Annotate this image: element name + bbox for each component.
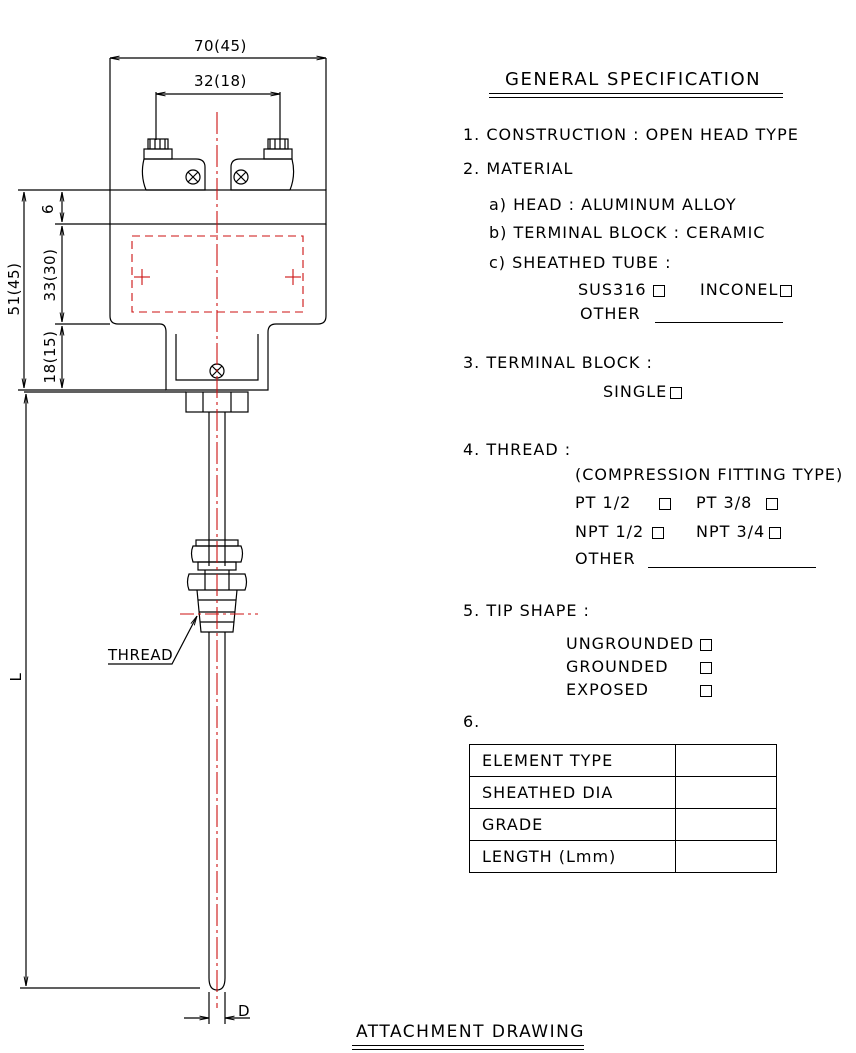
checkbox-sus316[interactable] xyxy=(652,284,665,297)
thread-other-field[interactable] xyxy=(647,553,816,568)
spec-thread-heading: 4. THREAD : xyxy=(463,440,572,459)
table-row: ELEMENT TYPE xyxy=(469,744,777,777)
option-ungrounded-label: UNGROUNDED xyxy=(566,634,695,653)
table-label: GRADE xyxy=(469,808,676,841)
spec-item6-heading: 6. xyxy=(463,712,481,731)
spec-material-terminal-block: b) TERMINAL BLOCK : CERAMIC xyxy=(489,223,766,242)
footer-title: ATTACHMENT DRAWING xyxy=(356,1022,585,1042)
checkbox-single[interactable] xyxy=(670,386,683,399)
spec-tip-shape-heading: 5. TIP SHAPE : xyxy=(463,601,590,620)
option-grounded-label: GROUNDED xyxy=(566,657,669,676)
checkbox-npt-half[interactable] xyxy=(652,526,665,539)
option-exposed-label: EXPOSED xyxy=(566,680,649,699)
option-npt-three-quarters: NPT 3/4 xyxy=(696,522,782,541)
option-material-other: OTHER xyxy=(580,305,783,323)
option-grounded: GROUNDED xyxy=(566,658,712,676)
option-single-label: SINGLE xyxy=(603,382,668,401)
checkbox-inconel[interactable] xyxy=(780,284,793,297)
option-npt-three-quarters-label: NPT 3/4 xyxy=(696,522,766,541)
option-ungrounded: UNGROUNDED xyxy=(566,635,712,653)
option-npt-half: NPT 1/2 xyxy=(575,522,665,541)
option-pt-three-eighths-label: PT 3/8 xyxy=(696,493,753,512)
dim-length: L xyxy=(7,672,25,682)
footer-underline-2 xyxy=(352,1049,584,1050)
table-row: LENGTH (Lmm) xyxy=(469,840,777,873)
footer-underline xyxy=(352,1045,584,1046)
title-underline-2 xyxy=(489,97,783,98)
checkbox-exposed[interactable] xyxy=(700,684,712,697)
option-pt-three-eighths: PT 3/8 xyxy=(696,493,779,512)
option-inconel: INCONEL xyxy=(700,280,793,299)
option-sus316: SUS316 xyxy=(578,281,665,299)
option-npt-half-label: NPT 1/2 xyxy=(575,522,645,541)
table-value-cell[interactable] xyxy=(675,744,777,777)
option-sus316-label: SUS316 xyxy=(578,280,647,299)
table-row: GRADE xyxy=(469,808,777,841)
dim-mid: 33(30) xyxy=(41,248,59,302)
terminal-screw-left xyxy=(143,138,173,160)
thread-label: THREAD xyxy=(108,646,174,664)
table-value-cell[interactable] xyxy=(675,808,777,841)
option-material-other-label: OTHER xyxy=(580,304,641,323)
dim-neck: 18(15) xyxy=(41,330,59,384)
option-inconel-label: INCONEL xyxy=(700,280,779,299)
table-value-cell[interactable] xyxy=(675,840,777,873)
option-thread-other: OTHER xyxy=(575,550,816,568)
option-pt-half: PT 1/2 xyxy=(575,493,672,512)
table-label: ELEMENT TYPE xyxy=(469,744,676,777)
dim-total-head: 51(45) xyxy=(5,262,23,316)
table-label: LENGTH (Lmm) xyxy=(469,840,676,873)
spec-construction: 1. CONSTRUCTION : OPEN HEAD TYPE xyxy=(463,125,799,144)
checkbox-ungrounded[interactable] xyxy=(700,638,712,651)
spec-material-sheathed-tube: c) SHEATHED TUBE : xyxy=(489,253,672,272)
spec-thread-type: (COMPRESSION FITTING TYPE) xyxy=(575,465,844,484)
option-exposed: EXPOSED xyxy=(566,681,712,699)
dim-diameter: D xyxy=(238,1002,251,1020)
title-underline xyxy=(489,93,783,94)
option-single: SINGLE xyxy=(603,382,683,401)
table-row: SHEATHED DIA xyxy=(469,776,777,809)
spec-title: GENERAL SPECIFICATION xyxy=(505,69,762,90)
dim-width-inner: 32(18) xyxy=(194,72,247,90)
material-other-field[interactable] xyxy=(654,308,783,323)
table-value-cell[interactable] xyxy=(675,776,777,809)
spec-material-heading: 2. MATERIAL xyxy=(463,159,574,178)
dim-width-outer: 70(45) xyxy=(194,37,247,55)
option-pt-half-label: PT 1/2 xyxy=(575,493,632,512)
option-thread-other-label: OTHER xyxy=(575,549,636,568)
terminal-screw-right xyxy=(263,138,293,160)
table-label: SHEATHED DIA xyxy=(469,776,676,809)
spec-material-head: a) HEAD : ALUMINUM ALLOY xyxy=(489,195,737,214)
item6-table: ELEMENT TYPE SHEATHED DIA GRADE LENGTH (… xyxy=(469,744,777,873)
checkbox-pt-half[interactable] xyxy=(659,497,672,510)
checkbox-grounded[interactable] xyxy=(700,661,712,674)
checkbox-pt-three-eighths[interactable] xyxy=(766,497,779,510)
dim-top: 6 xyxy=(39,203,57,215)
spec-terminal-block-heading: 3. TERMINAL BLOCK : xyxy=(463,353,653,372)
checkbox-npt-three-quarters[interactable] xyxy=(769,526,782,539)
